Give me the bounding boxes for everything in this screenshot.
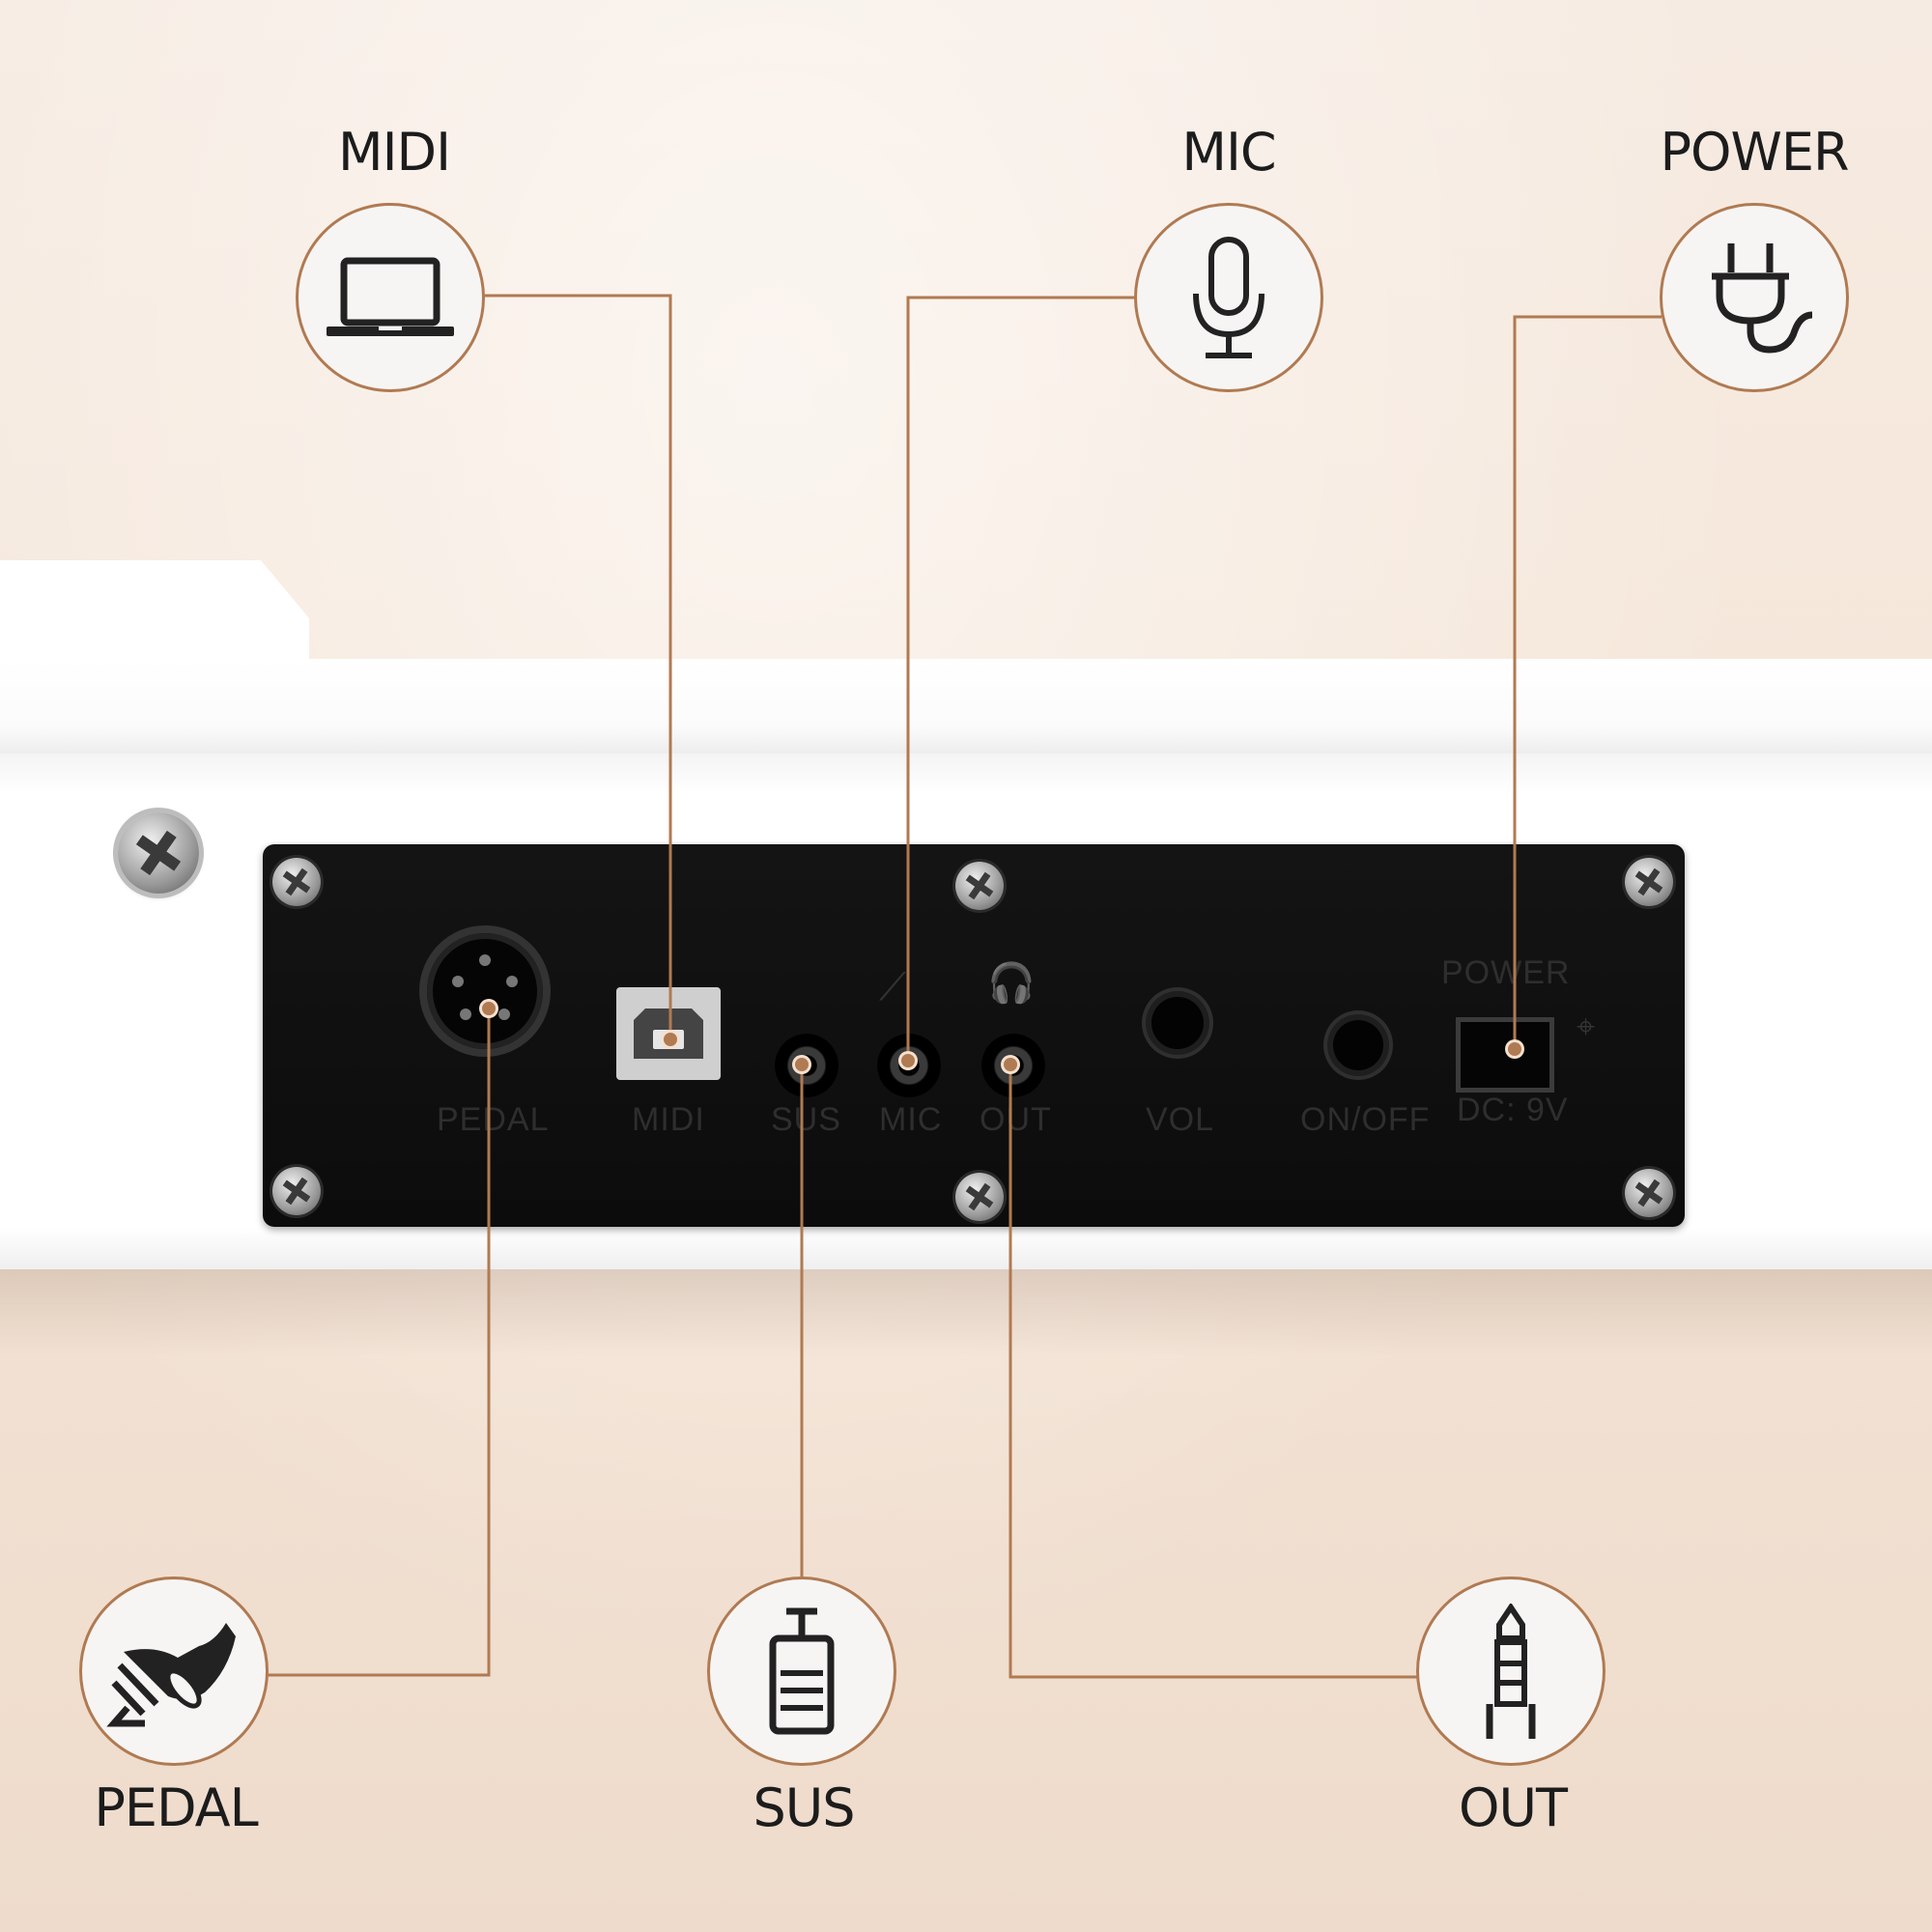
polarity-symbol-icon: ⌖ bbox=[1577, 1009, 1596, 1045]
callout-circle-pedal bbox=[79, 1577, 269, 1766]
callout-circle-out bbox=[1416, 1577, 1605, 1766]
body-screw bbox=[118, 812, 199, 894]
callout-label-out: OUT bbox=[1458, 1777, 1568, 1838]
panel-label-mic: MIC bbox=[879, 1101, 943, 1138]
panel-screw bbox=[272, 1167, 321, 1215]
laptop-icon bbox=[327, 257, 454, 336]
power-switch[interactable] bbox=[1333, 1020, 1383, 1070]
pedal-din-port bbox=[427, 933, 543, 1049]
panel-label-pedal: PEDAL bbox=[437, 1101, 550, 1138]
connector-dot bbox=[901, 1054, 915, 1067]
panel-screw bbox=[1625, 858, 1673, 906]
panel-screw bbox=[1625, 1169, 1673, 1217]
callout-label-sus: SUS bbox=[753, 1777, 855, 1838]
volume-knob[interactable] bbox=[1151, 997, 1204, 1049]
panel-label-on-off: ON/OFF bbox=[1300, 1101, 1431, 1138]
callout-circle-sus bbox=[707, 1577, 896, 1766]
piano-shadow bbox=[0, 1269, 1932, 1356]
panel-screw bbox=[272, 858, 321, 906]
callout-circle-mic bbox=[1134, 203, 1323, 392]
piano-top bbox=[0, 659, 1932, 755]
panel-screw bbox=[955, 862, 1004, 910]
callout-label-midi: MIDI bbox=[337, 122, 451, 183]
connector-dot bbox=[1004, 1058, 1017, 1071]
panel-label-power: POWER bbox=[1441, 954, 1571, 991]
foot-pedal-icon bbox=[106, 1623, 236, 1727]
connector-dot bbox=[664, 1033, 677, 1046]
microphone-icon bbox=[1193, 237, 1264, 358]
panel-label-out: OUT bbox=[980, 1101, 1052, 1138]
panel-label-midi: MIDI bbox=[632, 1101, 705, 1138]
panel-label-vol: VOL bbox=[1146, 1101, 1215, 1138]
connector-dot bbox=[795, 1058, 809, 1071]
audio-jack-icon bbox=[1486, 1604, 1536, 1739]
sustain-pedal-icon bbox=[769, 1607, 835, 1735]
dc-power-jack bbox=[1461, 1022, 1549, 1088]
connector-panel: PEDAL MIDI SUS ⟋ MIC 🎧 OUT VOL ON/OFF PO… bbox=[263, 844, 1685, 1227]
callout-label-pedal: PEDAL bbox=[94, 1777, 258, 1838]
callout-label-mic: MIC bbox=[1181, 122, 1276, 183]
callout-label-power: POWER bbox=[1660, 122, 1849, 183]
connector-dot bbox=[1508, 1042, 1521, 1056]
plug-icon bbox=[1712, 243, 1813, 354]
headphone-symbol-icon: 🎧 bbox=[987, 962, 1036, 1005]
callout-circle-power bbox=[1660, 203, 1849, 392]
piano-ledge bbox=[0, 560, 309, 662]
panel-screw bbox=[955, 1173, 1004, 1221]
panel-label-dc: DC: 9V bbox=[1457, 1092, 1569, 1128]
panel-label-sus: SUS bbox=[771, 1101, 841, 1138]
connector-dot bbox=[482, 1002, 496, 1015]
mic-symbol-icon: ⟋ bbox=[879, 966, 906, 1009]
callout-circle-midi bbox=[296, 203, 485, 392]
